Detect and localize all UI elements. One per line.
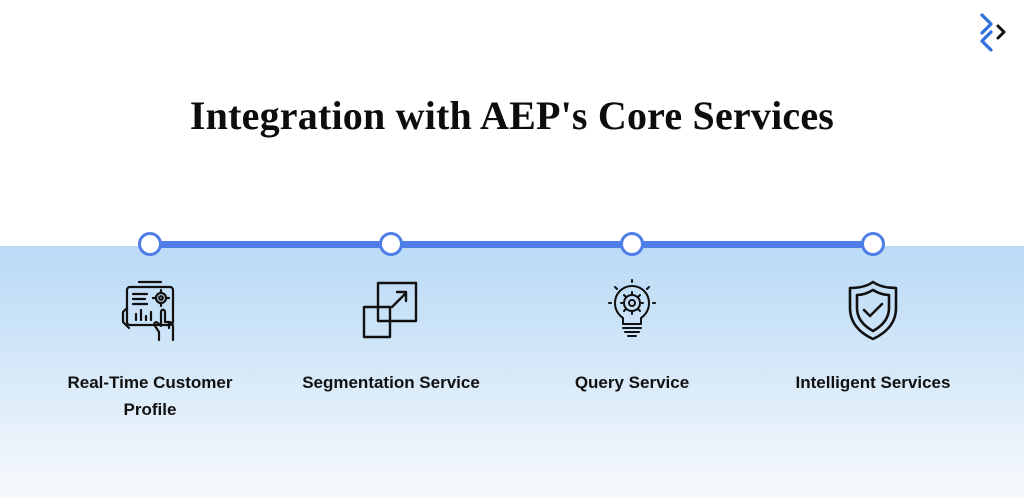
timeline-connector [150,241,873,248]
timeline-node-1 [138,232,162,256]
step-label-segmentation-service: Segmentation Service [302,373,480,392]
lightbulb-gear-icon [608,279,656,337]
dashboard-touch-settings-icon [121,280,175,342]
page-title: Integration with AEP's Core Services [189,93,835,138]
step-label-query-service: Query Service [574,373,690,392]
timeline-node-4 [861,232,885,256]
brand-logo-icon [980,13,1006,52]
expand-squares-icon [362,281,418,339]
step-label-real-time-customer-profile: Real-Time Customer Profile [67,373,233,419]
step-label-intelligent-services: Intelligent Services [795,373,951,392]
shield-check-icon [848,280,898,341]
timeline-node-3 [620,232,644,256]
timeline-node-2 [379,232,403,256]
